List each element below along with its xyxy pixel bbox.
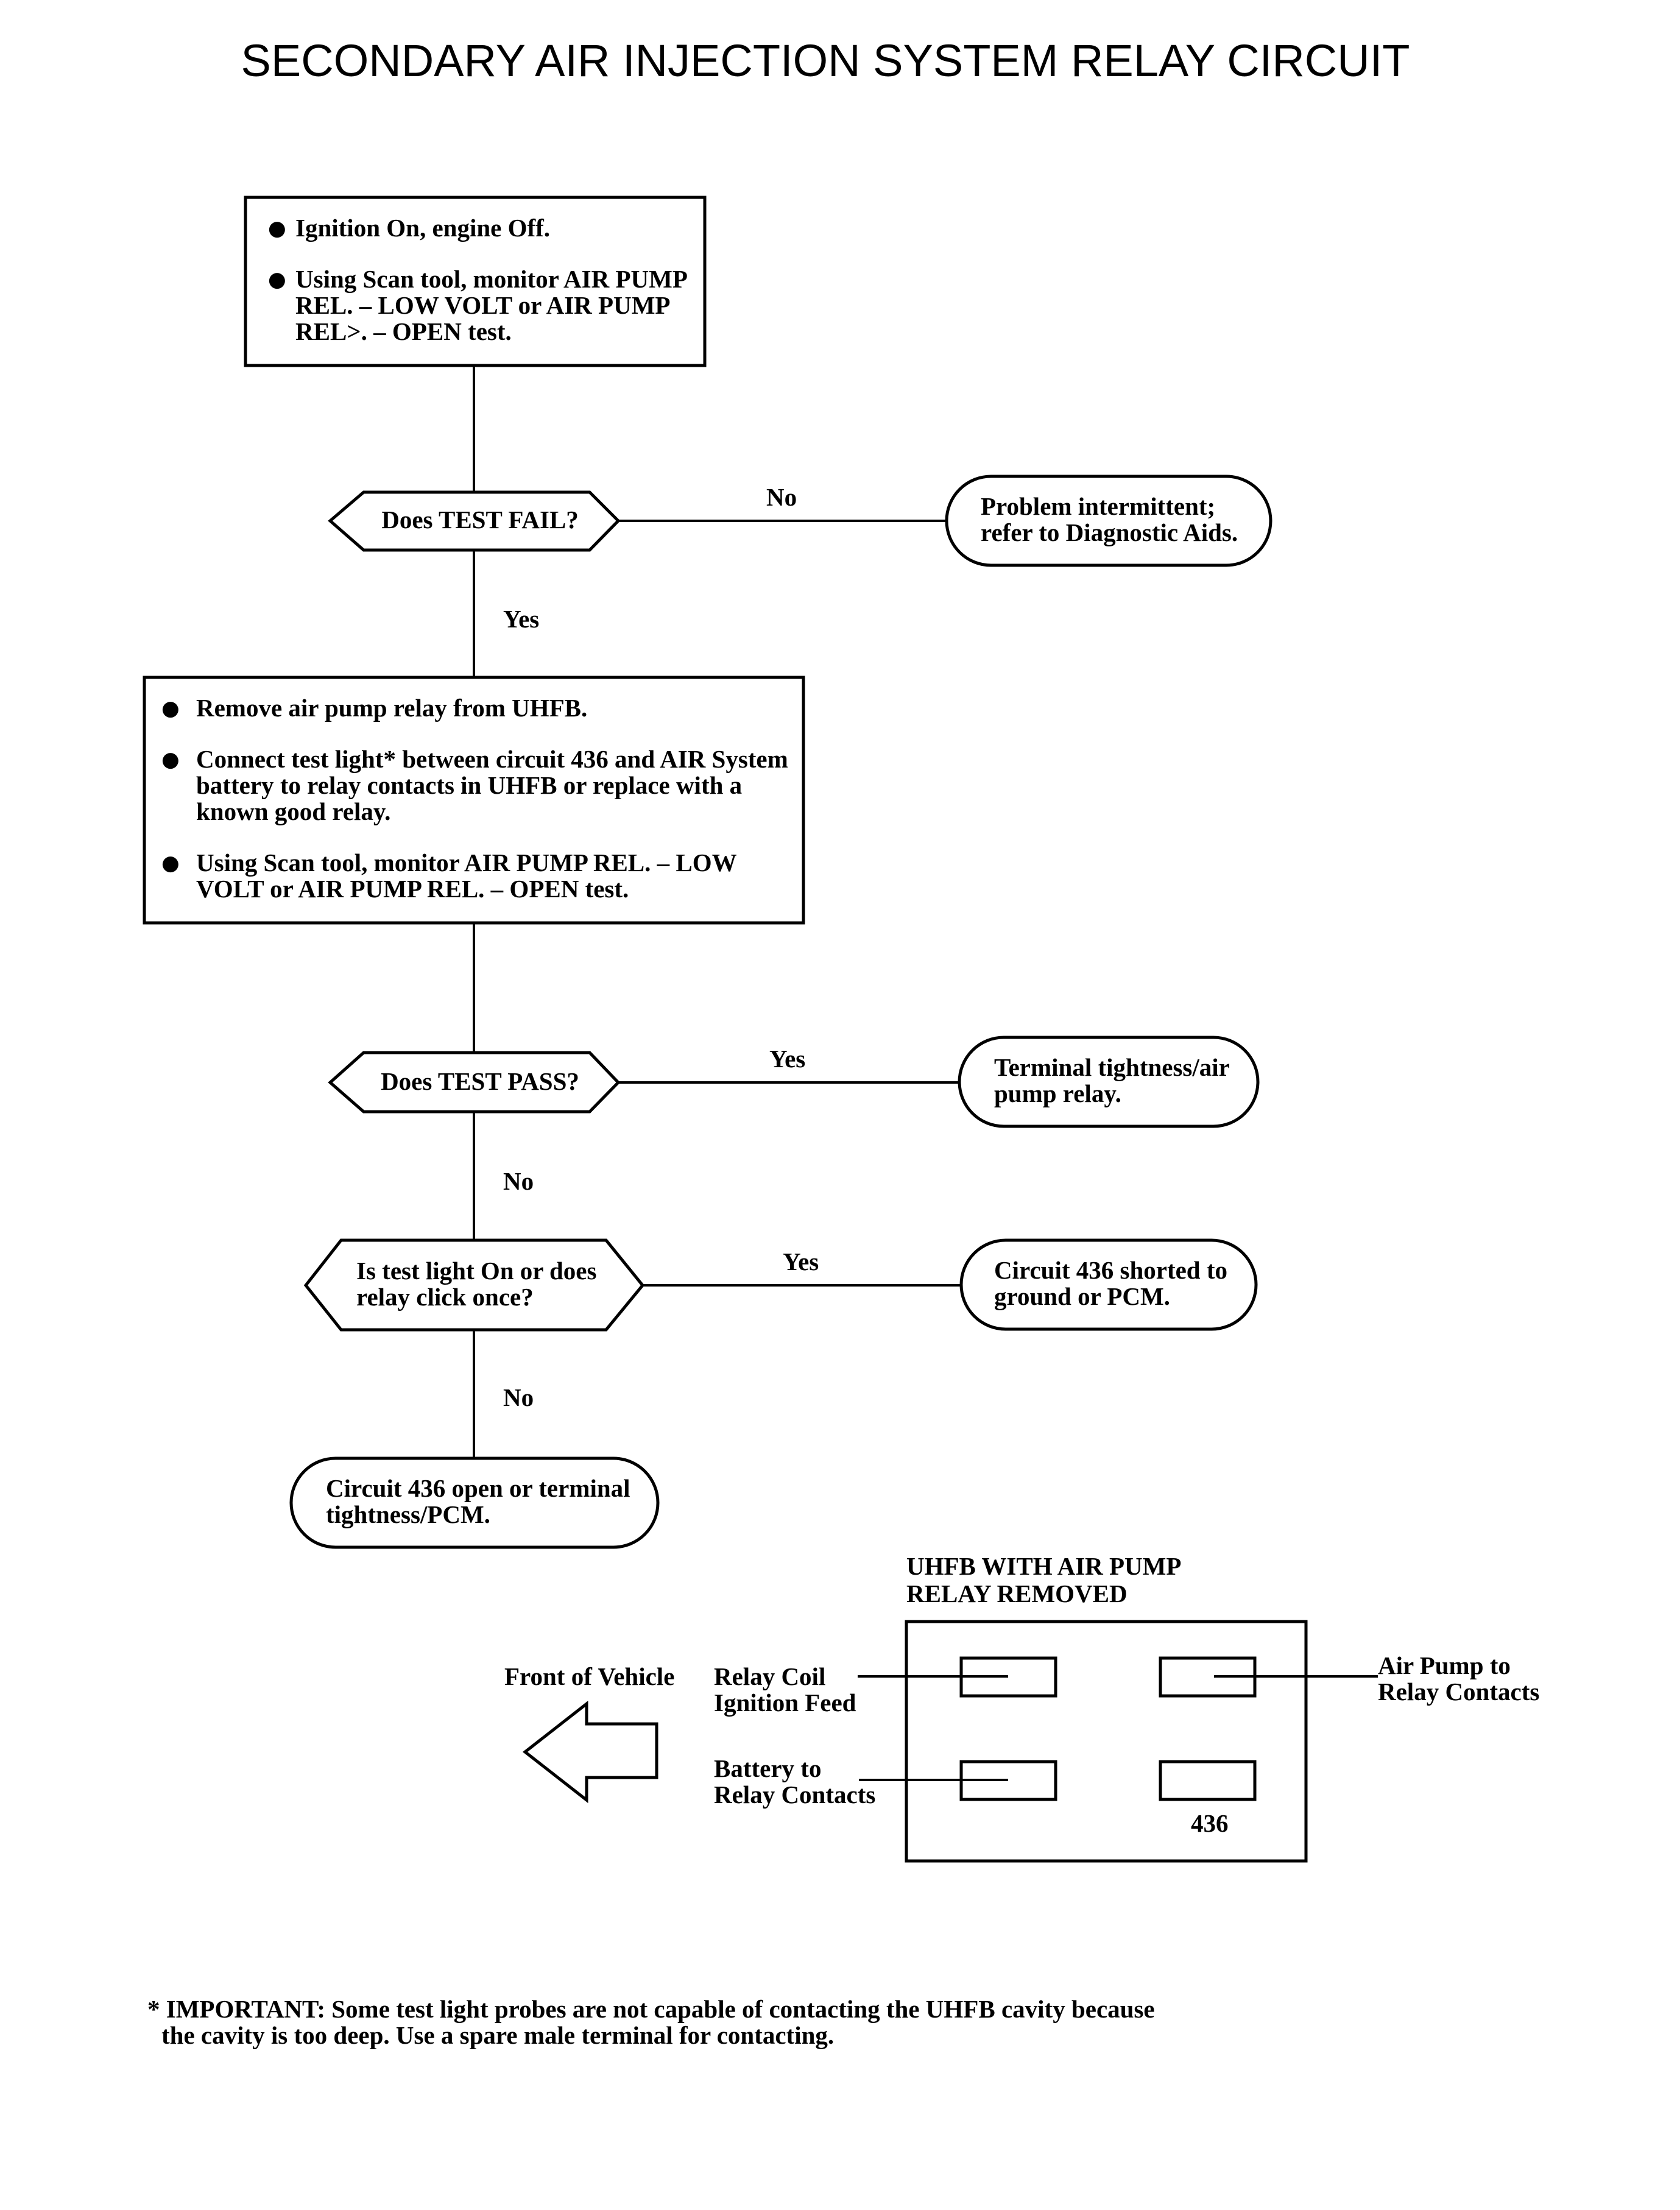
step-2-bullet-1: Remove air pump relay from UHFB.	[196, 694, 587, 722]
step-2-bullet-2-line-2: battery to relay contacts in UHFB or rep…	[196, 771, 742, 799]
result-terminal-tightness: Terminal tightness/air pump relay.	[958, 1036, 1260, 1128]
step-1-bullet-2-line-3: REL>. – OPEN test.	[295, 317, 512, 345]
footnote-line-1: * IMPORTANT: Some test light probes are …	[147, 1995, 1155, 2023]
decision-2-no-label: No	[503, 1167, 534, 1195]
result-open-line-1: Circuit 436 open or terminal	[326, 1474, 630, 1502]
result-intermittent-line-2: refer to Diagnostic Aids.	[981, 518, 1238, 546]
relay-cavity	[959, 1656, 1057, 1698]
result-open-line-2: tightness/PCM.	[326, 1500, 490, 1528]
step-1-bullet-2-line-2: REL. – LOW VOLT or AIR PUMP	[295, 291, 670, 319]
decision-1-no-label: No	[766, 483, 797, 511]
battery-line-2: Relay Contacts	[714, 1781, 875, 1809]
decision-2-text: Does TEST PASS?	[381, 1067, 579, 1095]
decision-3-line-1: Is test light On or does	[356, 1257, 596, 1285]
relay-coil-line-2: Ignition Feed	[714, 1689, 856, 1717]
air-pump-line-2: Relay Contacts	[1378, 1678, 1539, 1706]
bullet-icon: ●	[161, 747, 180, 772]
step-1-bullet-1: Ignition On, engine Off.	[295, 214, 550, 242]
decision-3-yes-label: Yes	[783, 1248, 819, 1276]
result-circuit-shorted: Circuit 436 shorted to ground or PCM.	[959, 1238, 1258, 1331]
decision-test-pass: Does TEST PASS?	[328, 1051, 621, 1114]
uhfb-heading-line-1: UHFB WITH AIR PUMP	[906, 1552, 1181, 1580]
step-2-bullet-2-line-1: Connect test light* between circuit 436 …	[196, 745, 788, 773]
front-arrow-icon	[522, 1700, 658, 1804]
step-2-bullet-3-line-1: Using Scan tool, monitor AIR PUMP REL. –…	[196, 849, 737, 877]
page-title: SECONDARY AIR INJECTION SYSTEM RELAY CIR…	[241, 35, 1410, 86]
result-shorted-line-1: Circuit 436 shorted to	[994, 1256, 1227, 1284]
result-terminal-line-1: Terminal tightness/air	[994, 1053, 1230, 1081]
step-1-box: ● Ignition On, engine Off. ● Using Scan …	[244, 196, 707, 367]
flow-connectors	[473, 365, 961, 1458]
front-of-vehicle-label: Front of Vehicle	[504, 1662, 674, 1690]
relay-coil-line-1: Relay Coil	[714, 1662, 825, 1690]
result-intermittent: Problem intermittent; refer to Diagnosti…	[945, 475, 1272, 567]
footnote-line-2: the cavity is too deep. Use a spare male…	[161, 2021, 834, 2049]
step-2-bullet-2-line-3: known good relay.	[196, 797, 390, 825]
footnote: * IMPORTANT: Some test light probes are …	[147, 1995, 1155, 2049]
bullet-icon: ●	[161, 851, 180, 875]
air-pump-line-1: Air Pump to	[1378, 1651, 1511, 1679]
relay-cavity	[1159, 1760, 1257, 1801]
step-1-bullet-2-line-1: Using Scan tool, monitor AIR PUMP	[295, 265, 688, 293]
step-2-box: ● Remove air pump relay from UHFB. ● Con…	[143, 676, 805, 925]
decision-1-text: Does TEST FAIL?	[381, 506, 579, 534]
decision-2-yes-label: Yes	[769, 1045, 805, 1073]
bullet-icon: ●	[268, 267, 286, 292]
result-intermittent-line-1: Problem intermittent;	[981, 492, 1215, 520]
circuit-436-label: 436	[1191, 1809, 1229, 1837]
decision-test-fail: Does TEST FAIL?	[328, 490, 621, 552]
bullet-icon: ●	[161, 696, 180, 721]
battery-line-1: Battery to	[714, 1754, 821, 1782]
uhfb-heading-line-2: RELAY REMOVED	[906, 1580, 1128, 1608]
decision-1-yes-label: Yes	[503, 605, 539, 633]
decision-3-no-label: No	[503, 1383, 534, 1411]
relay-cavity	[959, 1760, 1057, 1801]
result-shorted-line-2: ground or PCM.	[994, 1282, 1170, 1310]
result-circuit-open: Circuit 436 open or terminal tightness/P…	[289, 1456, 660, 1549]
uhfb-diagram: UHFB WITH AIR PUMP RELAY REMOVED Relay C…	[504, 1552, 1539, 1863]
result-terminal-line-2: pump relay.	[994, 1079, 1121, 1107]
decision-test-light: Is test light On or does relay click onc…	[303, 1238, 645, 1332]
step-2-bullet-3-line-2: VOLT or AIR PUMP REL. – OPEN test.	[196, 875, 629, 903]
bullet-icon: ●	[268, 216, 286, 241]
decision-3-line-2: relay click once?	[356, 1283, 534, 1311]
